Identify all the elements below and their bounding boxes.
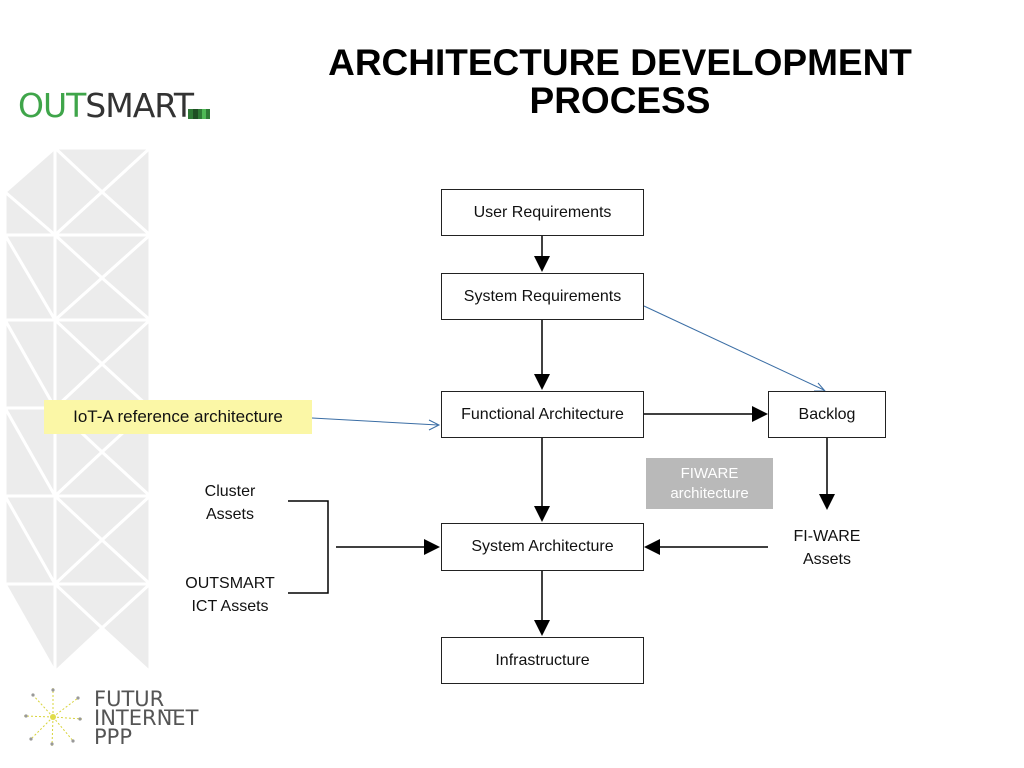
- outsmart-logo-smart: SMART: [85, 86, 194, 125]
- box-system-architecture-label: System Architecture: [471, 538, 614, 555]
- fiware-architecture-line-2: architecture: [670, 484, 749, 502]
- box-system-architecture: System Architecture: [441, 523, 644, 571]
- fiware-assets-label: FI-WARE Assets: [772, 525, 882, 571]
- decorative-triangle-pattern: [2, 144, 154, 678]
- box-infrastructure-label: Infrastructure: [495, 651, 590, 669]
- fiware-assets-line-2: Assets: [802, 551, 851, 568]
- outsmart-ict-assets-line-1: OUTSMART: [185, 575, 275, 592]
- box-user-requirements-label: User Requirements: [473, 203, 612, 221]
- cluster-assets-line-2: Assets: [205, 506, 254, 523]
- box-backlog-label: Backlog: [798, 405, 856, 423]
- slide-title-line-2: PROCESS: [529, 80, 711, 121]
- future-internet-line-1: FUTUR_: [94, 687, 175, 711]
- box-functional-architecture-label: Functional Architecture: [461, 405, 624, 423]
- future-internet-line-2: INTERNET: [94, 706, 199, 730]
- link-system-req-to-backlog: [643, 305, 825, 391]
- box-functional-architecture: Functional Architecture: [441, 391, 644, 438]
- slide-title-line-1: ARCHITECTURE DEVELOPMENT: [328, 42, 912, 83]
- fiware-architecture-line-1: FIWARE: [680, 464, 739, 482]
- outsmart-ict-assets-line-2: ICT Assets: [191, 598, 269, 615]
- iot-a-reference-label: IoT-A reference architecture: [44, 400, 312, 434]
- outsmart-logo-mark-icon: [188, 109, 210, 119]
- box-backlog: Backlog: [768, 391, 886, 438]
- future-internet-ppp-logo: FUTUR_ INTERNET PPP: [94, 687, 199, 749]
- box-infrastructure: Infrastructure: [441, 637, 644, 684]
- fiware-assets-line-1: FI-WARE: [793, 528, 861, 545]
- iot-a-reference-text: IoT-A reference architecture: [73, 407, 283, 426]
- outsmart-logo-out: OUT: [18, 86, 86, 125]
- cluster-assets-line-1: Cluster: [204, 483, 256, 500]
- outsmart-ict-assets-label: OUTSMART ICT Assets: [170, 572, 290, 618]
- fiware-architecture-tag: FIWARE architecture: [646, 458, 773, 509]
- box-system-requirements-label: System Requirements: [463, 287, 622, 305]
- outsmart-logo: OUTSMART: [18, 86, 194, 126]
- slide-title: ARCHITECTURE DEVELOPMENT PROCESS: [290, 44, 950, 120]
- cluster-assets-label: Cluster Assets: [180, 480, 280, 526]
- link-iot-to-functional: [311, 417, 439, 426]
- future-internet-line-3: PPP: [94, 725, 132, 749]
- box-user-requirements: User Requirements: [441, 189, 644, 236]
- box-system-requirements: System Requirements: [441, 273, 644, 320]
- assets-bracket: [288, 500, 329, 594]
- future-internet-starburst-icon: [23, 688, 83, 747]
